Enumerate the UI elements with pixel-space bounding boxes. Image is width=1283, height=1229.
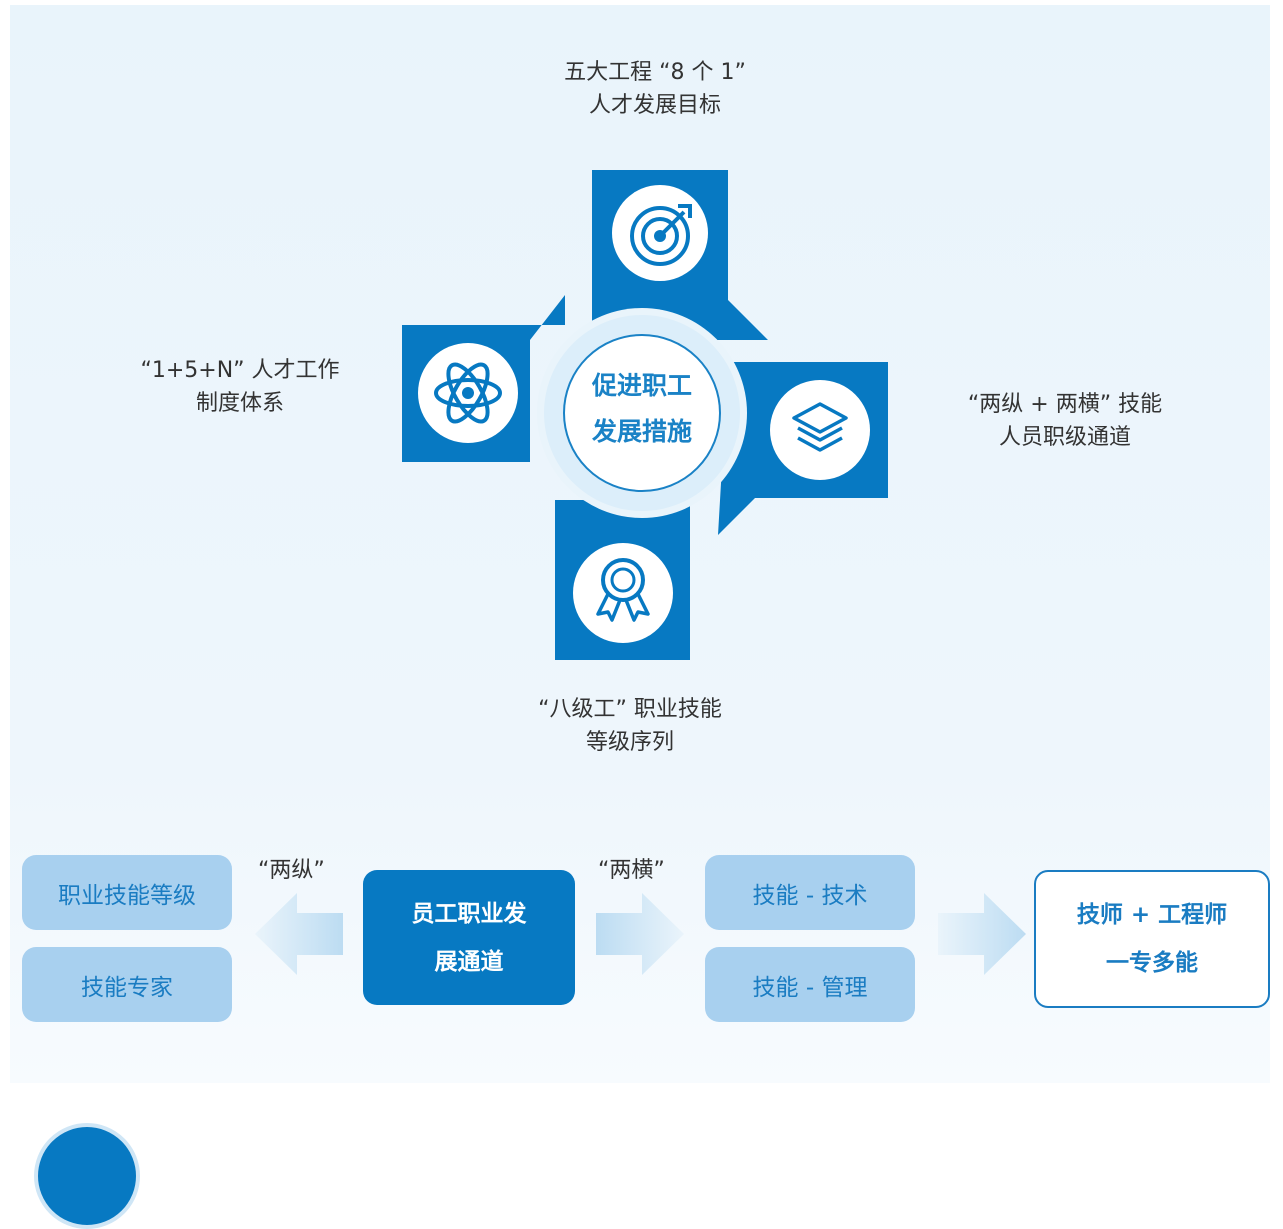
- left-arrow-icon: [255, 893, 343, 975]
- career-channel-line2: 展通道: [434, 948, 504, 975]
- left-measure-line1: “1+5+N” 人才工作: [140, 358, 340, 383]
- center-circle: [563, 334, 721, 492]
- bottom-measure-label: “八级工” 职业技能 等级序列: [500, 693, 760, 759]
- career-channel-line1: 员工职业发: [411, 900, 527, 927]
- flow-left-box-2-label: 技能专家: [81, 974, 173, 1001]
- flow-left-box-1-label: 职业技能等级: [58, 882, 196, 909]
- top-measure-label: 五大工程 “8 个 1” 人才发展目标: [530, 56, 780, 122]
- flow-left-box-1: 职业技能等级: [22, 855, 232, 930]
- bottom-measure-line2: 等级序列: [585, 730, 674, 755]
- medal-icon: [573, 543, 673, 643]
- flow-right-box-1: 技能 - 技术: [705, 855, 915, 930]
- center-title: 促进职工 发展措施: [567, 363, 717, 473]
- left-measure-label: “1+5+N” 人才工作 制度体系: [105, 354, 375, 420]
- layers-icon: [770, 380, 870, 480]
- flow-right-box-1-label: 技能 - 技术: [752, 882, 868, 909]
- right-arrow-icon: [596, 893, 684, 975]
- result-box-line2: 一专多能: [1106, 950, 1198, 976]
- result-box-line1: 技师 + 工程师: [1076, 902, 1228, 928]
- top-measure-line2: 人才发展目标: [588, 93, 721, 118]
- center-title-line1: 促进职工: [591, 371, 692, 400]
- top-measure-line1: 五大工程 “8 个 1”: [564, 60, 746, 85]
- left-quote-label: “两纵”: [258, 858, 325, 883]
- target-icon: [612, 185, 708, 281]
- flow-right-box-2: 技能 - 管理: [705, 947, 915, 1022]
- center-title-line2: 发展措施: [591, 417, 692, 446]
- result-box: 技师 + 工程师 一专多能: [1034, 870, 1270, 1008]
- flow-right-box-2-label: 技能 - 管理: [752, 974, 868, 1001]
- right-measure-line2: 人员职级通道: [998, 425, 1131, 450]
- flow-left-box-2: 技能专家: [22, 947, 232, 1022]
- result-arrow-icon: [938, 893, 1026, 975]
- atom-icon: [418, 343, 518, 443]
- left-measure-line2: 制度体系: [195, 391, 284, 416]
- right-measure-line1: “两纵 + 两横” 技能: [967, 392, 1163, 417]
- right-measure-label: “两纵 + 两横” 技能 人员职级通道: [930, 388, 1200, 454]
- career-channel-box: 员工职业发 展通道: [363, 870, 575, 1005]
- bottom-measure-line1: “八级工” 职业技能: [538, 697, 722, 722]
- measures-cross-graphic: [402, 170, 888, 660]
- right-quote-label: “两横”: [598, 858, 665, 883]
